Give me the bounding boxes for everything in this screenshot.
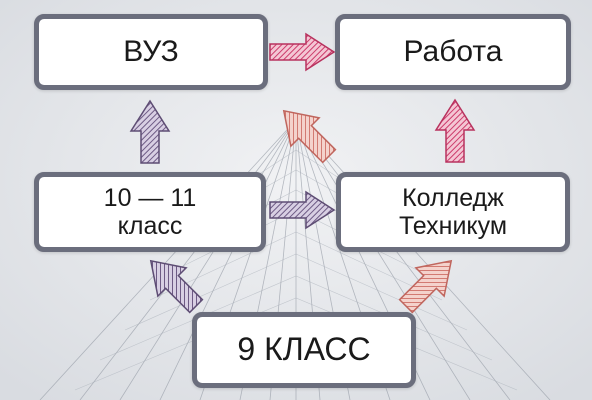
arrow-up-grade10-to-vuz-icon <box>129 99 171 164</box>
arrow-diagonal-college-to-vuz-icon <box>282 109 337 164</box>
arrow-right-grade10-to-college-icon <box>269 190 336 230</box>
box-grade-9-label: 9 КЛАСС <box>237 331 371 368</box>
box-rabota-label: Работа <box>403 35 503 69</box>
arrow-diagonal-grade9-to-college-icon <box>398 259 453 314</box>
box-grade-10-11-line1: 10 — 11 <box>103 184 197 212</box>
box-vuz: ВУЗ <box>34 14 268 90</box>
box-vuz-label: ВУЗ <box>123 35 179 69</box>
box-grade-10-11: 10 — 11 класс <box>34 172 266 252</box>
box-college-line2: Техникум <box>398 212 508 240</box>
box-grade-10-11-line2: класс <box>117 212 183 240</box>
arrow-up-college-to-rabota-icon <box>434 98 476 163</box>
box-college-line1: Колледж <box>402 184 504 212</box>
box-grade-9: 9 КЛАСС <box>192 312 416 388</box>
arrow-diagonal-grade9-to-grade10-icon <box>149 259 204 314</box>
arrow-right-vuz-to-rabota-icon <box>269 32 336 72</box>
box-college: Колледж Техникум <box>336 172 570 252</box>
box-rabota: Работа <box>335 14 571 90</box>
